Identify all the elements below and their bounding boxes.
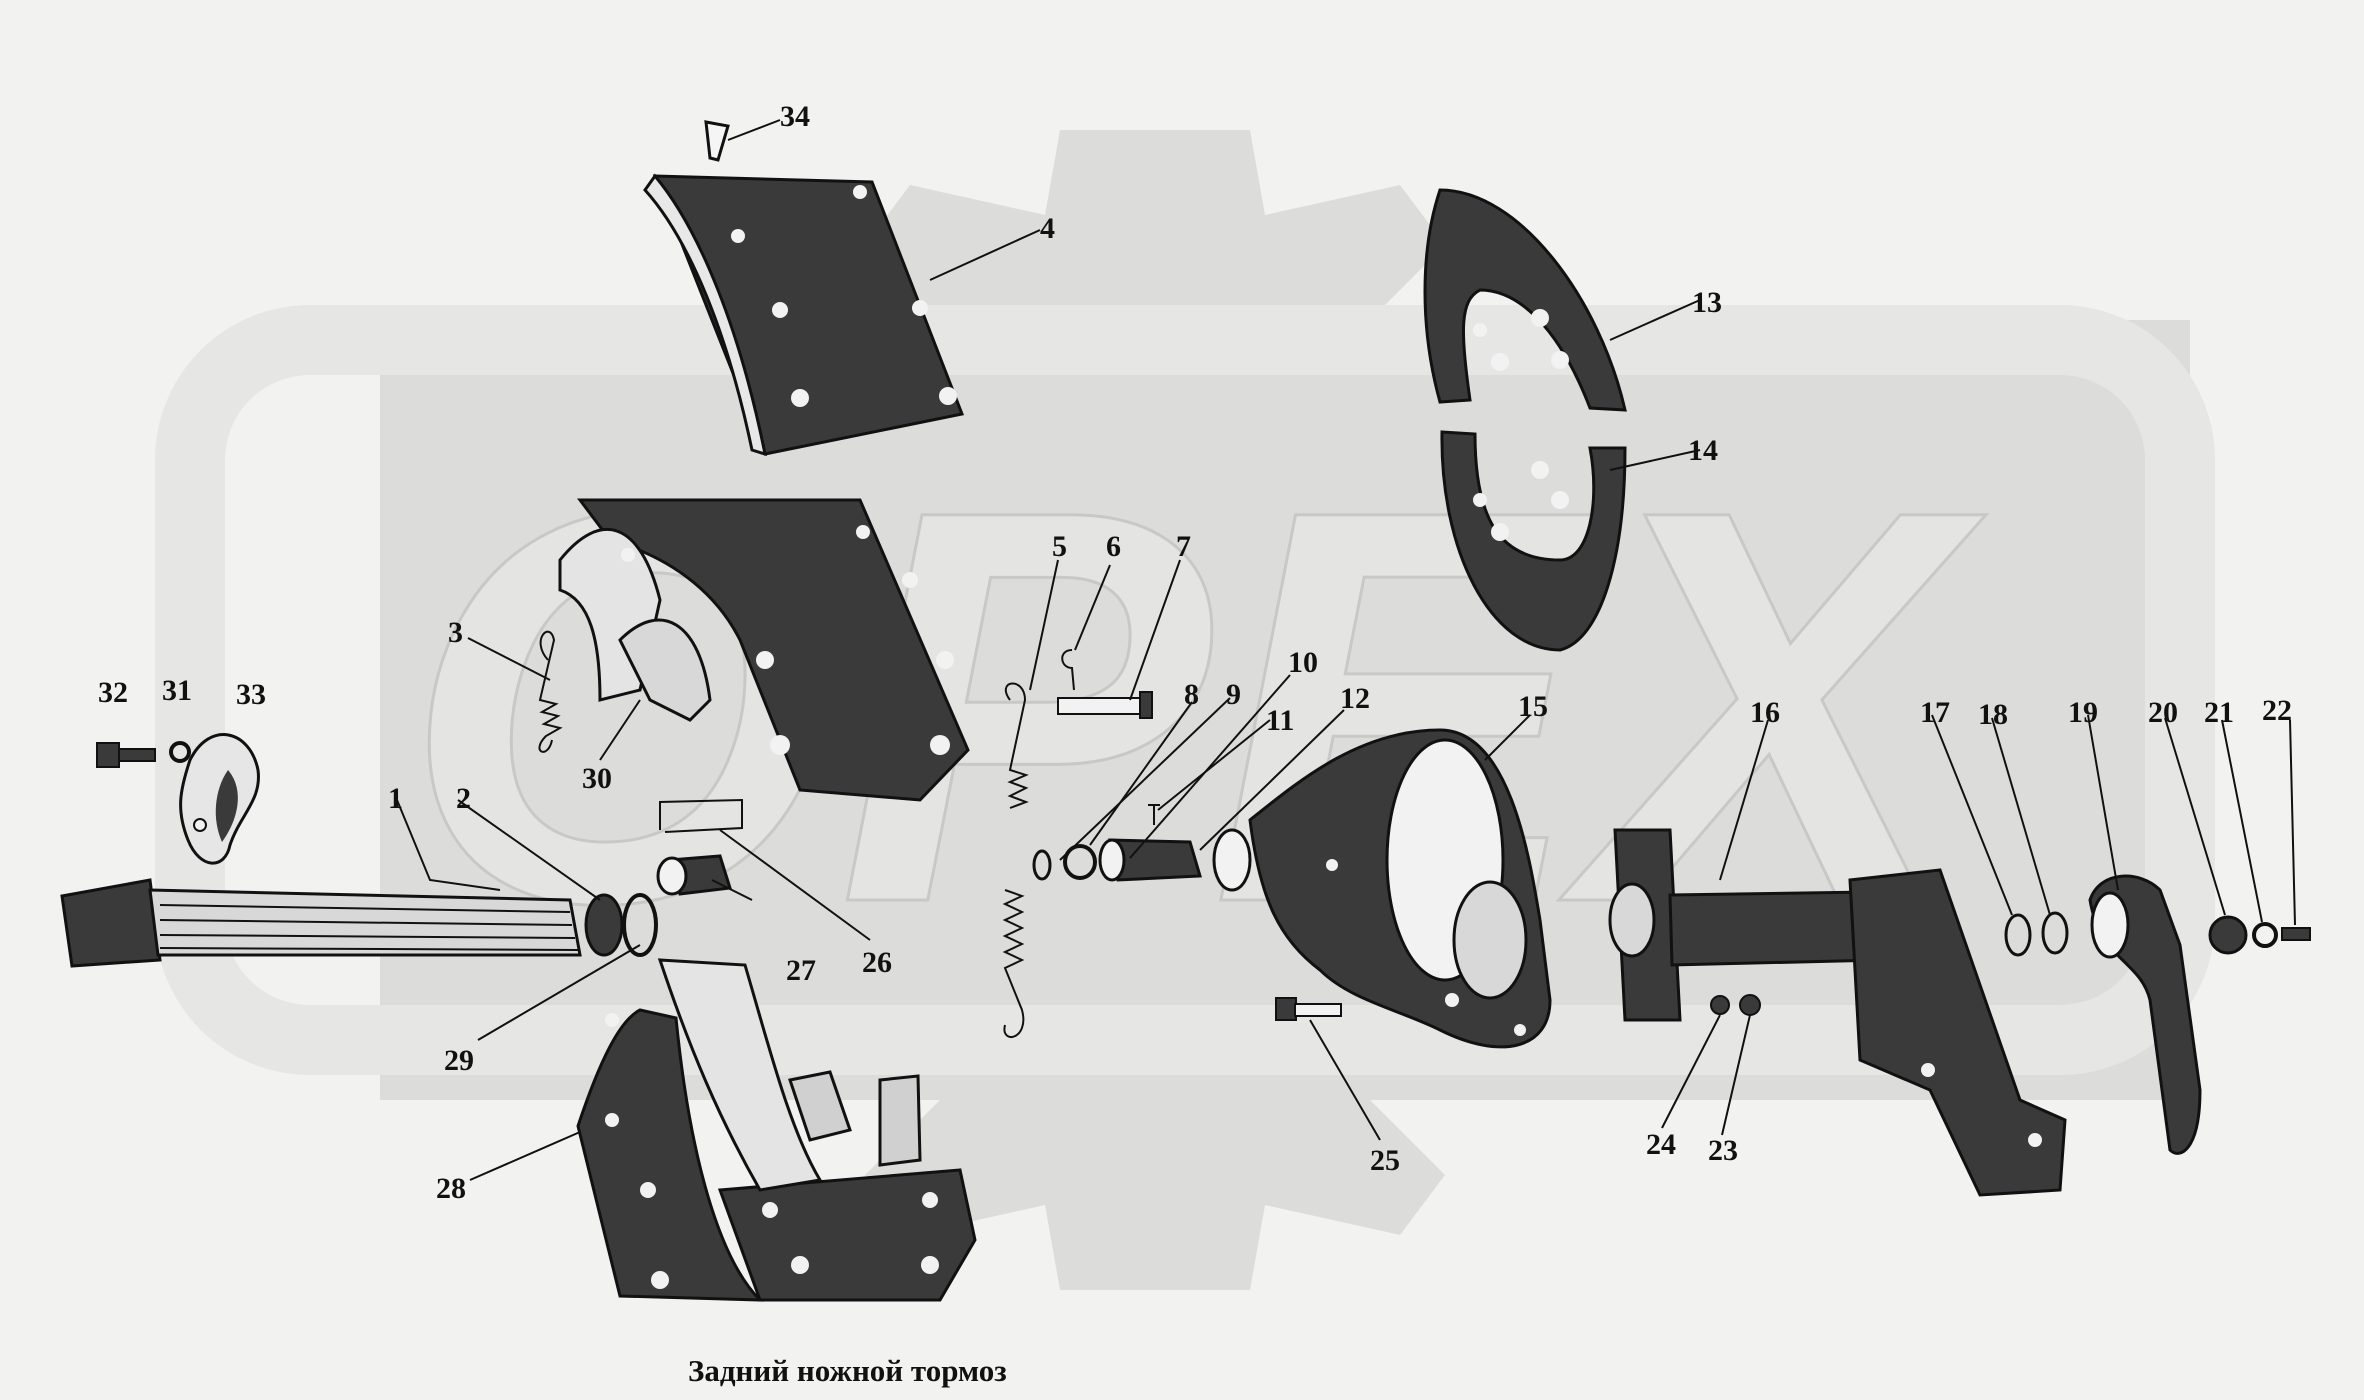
callout-6: 6 — [1106, 530, 1121, 563]
callout-4: 4 — [1040, 212, 1055, 245]
callout-31: 31 — [162, 674, 192, 707]
callout-32: 32 — [98, 676, 128, 709]
adjuster-lever-icon — [2088, 874, 2202, 1155]
callout-23: 23 — [1708, 1134, 1738, 1167]
callout-12: 12 — [1340, 682, 1370, 715]
callout-18: 18 — [1978, 698, 2008, 731]
callout-15: 15 — [1518, 690, 1548, 723]
bolt-long — [1275, 997, 1342, 1021]
set-screw — [1148, 804, 1160, 825]
callout-3: 3 — [448, 616, 463, 649]
callout-8: 8 — [1184, 678, 1199, 711]
callout-27: 27 — [786, 954, 816, 987]
shim-ring-2 — [2041, 911, 2069, 955]
bolt — [96, 742, 156, 768]
brake-lining-icon — [643, 173, 965, 457]
callout-34: 34 — [780, 100, 810, 133]
callout-24: 24 — [1646, 1128, 1676, 1161]
camshaft-icon — [60, 878, 582, 968]
roller — [656, 854, 732, 896]
callout-29: 29 — [444, 1044, 474, 1077]
nut — [1710, 994, 1761, 1016]
callout-21: 21 — [2204, 696, 2234, 729]
spring-icon-long — [1002, 682, 1029, 1038]
callout-20: 20 — [2148, 696, 2178, 729]
dust-shield-icon — [1423, 188, 1627, 652]
watermark-band — [155, 305, 2215, 1075]
callout-9: 9 — [1226, 678, 1241, 711]
callout-13: 13 — [1692, 286, 1722, 319]
callout-16: 16 — [1750, 696, 1780, 729]
axle-pin — [1098, 838, 1202, 882]
brake-shoe-icon-lower — [576, 958, 977, 1302]
washer-ring — [1063, 844, 1097, 880]
spring-icon — [538, 630, 563, 753]
callout-10: 10 — [1288, 646, 1318, 679]
callout-19: 19 — [2068, 696, 2098, 729]
callout-28: 28 — [436, 1172, 466, 1205]
bracket-icon — [179, 733, 260, 865]
cotter-pin — [1061, 649, 1075, 691]
diagram-caption: Задний ножной тормоз — [688, 1353, 1007, 1388]
bushing — [584, 893, 624, 957]
spring-washer — [2252, 922, 2278, 948]
thick-washer — [2208, 915, 2248, 955]
callout-2: 2 — [456, 782, 471, 815]
callout-26: 26 — [862, 946, 892, 979]
shim-ring — [2004, 913, 2032, 957]
callouts: 1 2 3 4 5 6 7 8 9 10 11 12 13 14 15 16 1… — [98, 100, 2292, 1205]
callout-30: 30 — [582, 762, 612, 795]
seal-ring — [622, 893, 658, 957]
brake-shoe-icon — [558, 498, 970, 802]
callout-22: 22 — [2262, 694, 2292, 727]
clevis-pin — [1057, 691, 1153, 719]
callout-11: 11 — [1266, 704, 1294, 737]
callout-7: 7 — [1176, 530, 1191, 563]
rivet — [704, 120, 730, 162]
callout-17: 17 — [1920, 696, 1950, 729]
leader-lines — [396, 119, 2296, 1181]
callout-25: 25 — [1370, 1144, 1400, 1177]
callout-5: 5 — [1052, 530, 1067, 563]
small-bolt — [2281, 927, 2311, 941]
lock-ring — [1032, 849, 1052, 881]
callout-1: 1 — [388, 782, 403, 815]
washer — [169, 741, 191, 763]
callout-33: 33 — [236, 678, 266, 711]
cam-bracket — [1608, 828, 2067, 1197]
callout-14: 14 — [1688, 434, 1718, 467]
retaining-clip — [659, 798, 743, 833]
support-plate — [1212, 728, 1552, 1049]
